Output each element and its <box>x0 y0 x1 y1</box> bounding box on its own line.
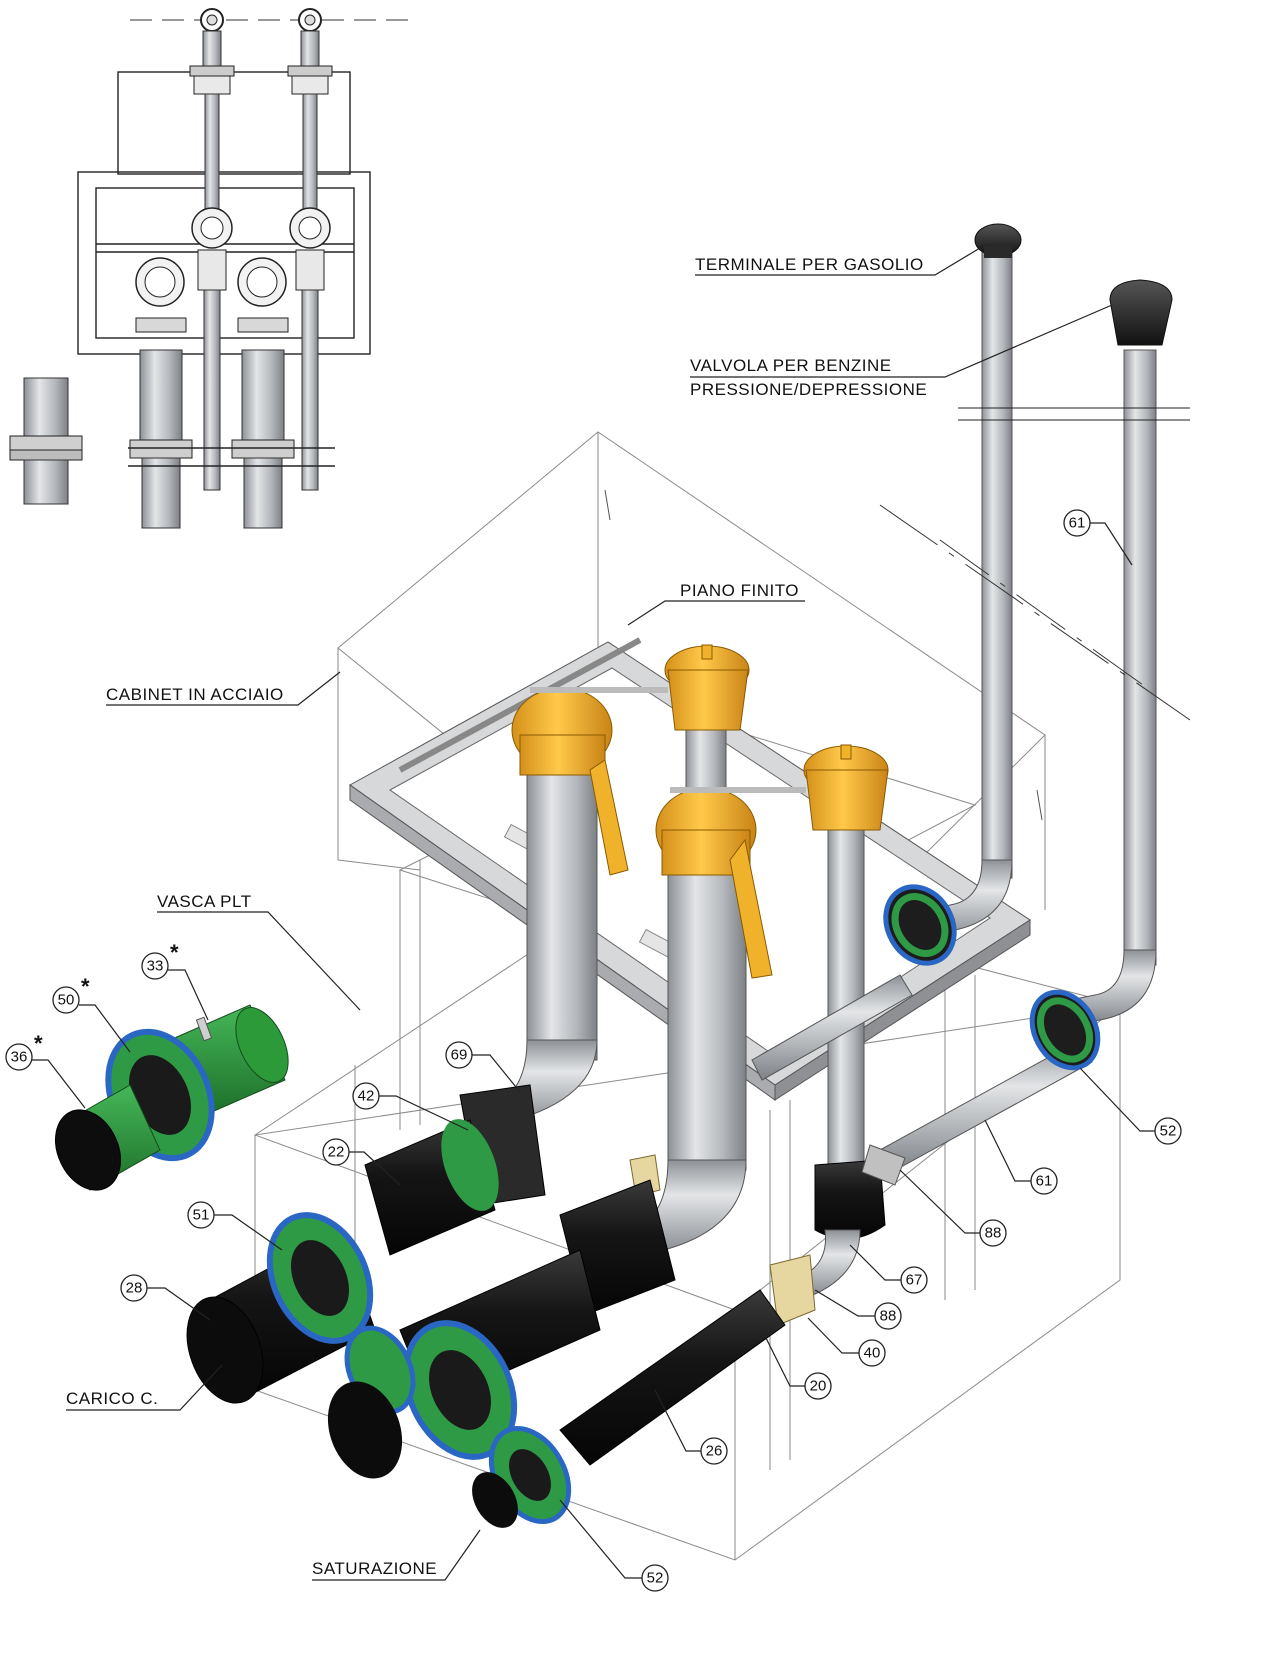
standpipe-3 <box>599 787 773 1261</box>
label-carico: CARICO C. <box>66 1364 223 1411</box>
label-valvola-line2: PRESSIONE/DEPRESSIONE <box>690 380 927 399</box>
callout-52-upper: 52 <box>1079 1067 1182 1145</box>
callout-36: 36 * <box>5 1031 86 1109</box>
label-valvola: VALVOLA PER BENZINE PRESSIONE/DEPRESSION… <box>690 304 1113 399</box>
callout-69: 69 <box>445 1041 521 1093</box>
flange-51 <box>266 1212 374 1344</box>
svg-text:26: 26 <box>706 1443 723 1460</box>
svg-text:42: 42 <box>358 1088 375 1105</box>
callout-33: 33 * <box>141 940 209 1021</box>
svg-text:22: 22 <box>328 1144 345 1161</box>
svg-text:51: 51 <box>193 1207 210 1224</box>
flange-upper-cabinet <box>883 884 957 966</box>
svg-text:20: 20 <box>810 1378 827 1395</box>
svg-text:88: 88 <box>880 1308 897 1325</box>
label-cabinet-text: CABINET IN ACCIAIO <box>106 685 284 704</box>
svg-text:*: * <box>81 974 90 999</box>
svg-text:33: 33 <box>147 958 164 975</box>
callout-40: 40 <box>807 1317 886 1367</box>
callout-26: 26 <box>654 1389 728 1465</box>
callout-88-upper: 88 <box>899 1169 1007 1247</box>
label-terminale: TERMINALE PER GASOLIO <box>695 244 986 276</box>
label-terminale-text: TERMINALE PER GASOLIO <box>695 255 924 274</box>
callout-67: 67 <box>849 1244 928 1294</box>
callout-42: 42 <box>352 1082 469 1131</box>
callout-51: 51 <box>187 1201 283 1251</box>
front-pipe-left <box>189 8 235 491</box>
front-fitting-left <box>129 257 193 529</box>
pipe-saturazione <box>472 1289 786 1528</box>
svg-text:28: 28 <box>126 1280 143 1297</box>
svg-text:52: 52 <box>647 1570 664 1587</box>
callout-88-lower: 88 <box>814 1289 902 1330</box>
svg-text:36: 36 <box>11 1049 28 1066</box>
svg-text:52: 52 <box>1160 1123 1177 1140</box>
label-valvola-line1: VALVOLA PER BENZINE <box>690 356 892 375</box>
svg-text:*: * <box>170 940 179 965</box>
callout-52-lower: 52 <box>559 1499 669 1592</box>
label-carico-text: CARICO C. <box>66 1389 158 1408</box>
label-saturazione-text: SATURAZIONE <box>312 1559 437 1578</box>
callout-61-lower: 61 <box>984 1119 1058 1195</box>
callout-28: 28 <box>120 1274 211 1321</box>
callout-20: 20 <box>761 1329 832 1400</box>
label-piano-text: PIANO FINITO <box>680 581 799 600</box>
svg-text:69: 69 <box>451 1047 468 1064</box>
label-piano: PIANO FINITO <box>627 581 805 626</box>
green-coupling-detail <box>55 1004 289 1191</box>
front-pipe-right <box>287 8 333 491</box>
svg-text:67: 67 <box>906 1272 923 1289</box>
label-vasca: VASCA PLT <box>157 892 361 1011</box>
svg-text:50: 50 <box>58 992 75 1009</box>
coupling-detail <box>9 377 83 505</box>
callout-50: 50 * <box>52 974 131 1053</box>
svg-text:61: 61 <box>1036 1173 1053 1190</box>
pipe-run-26 <box>327 1179 676 1479</box>
callout-61-top: 61 <box>1063 509 1133 566</box>
label-vasca-text: VASCA PLT <box>157 892 252 911</box>
callout-22: 22 <box>322 1138 401 1186</box>
front-fitting-right <box>231 257 295 529</box>
coupling-88-upper <box>861 1144 906 1186</box>
front-view-drawing <box>9 8 410 529</box>
vent-pipe-benzine <box>1069 279 1173 1026</box>
svg-text:40: 40 <box>864 1345 881 1362</box>
svg-text:*: * <box>34 1031 43 1056</box>
svg-text:88: 88 <box>985 1225 1002 1242</box>
flange-52-upper <box>1029 989 1101 1071</box>
label-cabinet: CABINET IN ACCIAIO <box>106 671 341 706</box>
svg-text:61: 61 <box>1069 515 1086 532</box>
label-saturazione: SATURAZIONE <box>312 1529 481 1581</box>
